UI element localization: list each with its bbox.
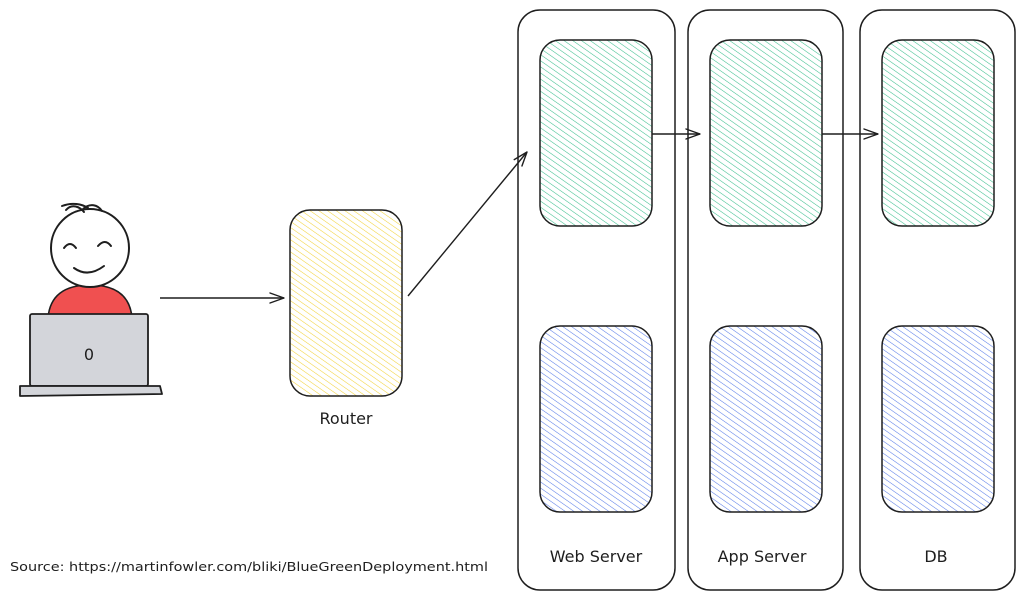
db-container [859, 9, 1016, 591]
app-server-blue-instance [709, 325, 823, 513]
app-server-column: App Server [687, 9, 844, 591]
router-label: Router [319, 409, 372, 428]
web-server-label: Web Server [550, 547, 643, 566]
app-server-label: App Server [718, 547, 807, 566]
router-node: Router [289, 209, 403, 428]
user-eyes [63, 241, 112, 249]
app-server-container [687, 9, 844, 591]
web-server-blue-instance [539, 325, 653, 513]
source-caption: Source: https://martinfowler.com/bliki/B… [10, 559, 488, 574]
user-smile [73, 265, 105, 274]
web-server-column: Web Server [517, 9, 676, 591]
user-head [50, 208, 130, 288]
router-box [289, 209, 403, 397]
db-blue-instance [881, 325, 995, 513]
web-server-green-instance [539, 39, 653, 227]
laptop-logo: 0 [84, 345, 94, 364]
web-server-container [517, 9, 676, 591]
user-shirt [47, 284, 133, 319]
arrow-router-to-web-server [407, 151, 528, 297]
laptop-base [19, 385, 163, 397]
app-server-green-instance [709, 39, 823, 227]
db-green-instance [881, 39, 995, 227]
db-label: DB [924, 547, 947, 566]
user-hair [61, 202, 103, 213]
user-figure: 0 [19, 202, 163, 397]
db-column: DB [859, 9, 1016, 591]
